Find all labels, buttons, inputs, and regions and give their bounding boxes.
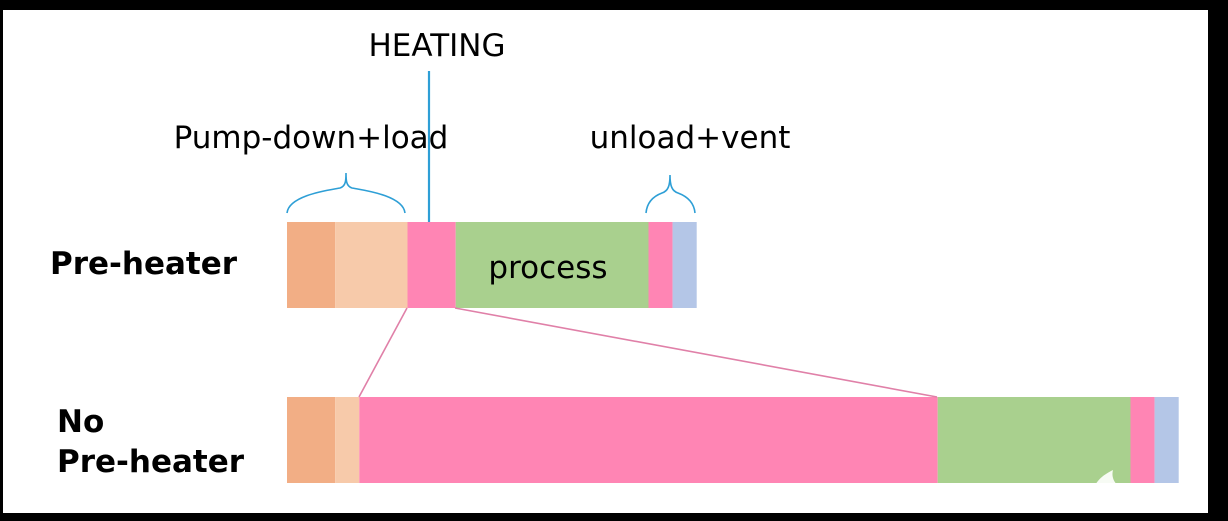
zoom-connector-left	[358, 307, 408, 398]
bar-segment-unload-row2	[1130, 397, 1155, 483]
unload-vent-bracket	[645, 174, 696, 214]
row-label-pre-heater: Pre-heater	[50, 246, 238, 282]
heating-label: HEATING	[369, 28, 506, 64]
bars-group	[287, 222, 1179, 483]
bar-segment-vent-row2	[1154, 397, 1179, 483]
bar-segment-vent-row1	[672, 222, 697, 308]
bar-segment-heating-row1	[407, 222, 456, 308]
bar-segment-pump-down-row2	[287, 397, 336, 483]
bar-segment-process-row2	[937, 397, 1131, 483]
pump-down-load-label: Pump-down+load	[174, 120, 449, 156]
process-label: process	[488, 250, 607, 286]
bar-segment-pump-down-row1	[287, 222, 336, 308]
unload-vent-label: unload+vent	[590, 120, 791, 156]
row-label-pre-heater-2: Pre-heater	[57, 444, 245, 480]
bar-segment-load-row2	[335, 397, 360, 483]
row-label-no: No	[57, 404, 104, 440]
bar-segment-process-row1	[455, 222, 649, 308]
watermark-leaf-icon	[1093, 470, 1121, 492]
bar-segment-unload-row1	[648, 222, 673, 308]
bar-segment-load-row1	[335, 222, 408, 308]
watermark-logo	[1085, 470, 1205, 512]
zoom-connector-right	[454, 307, 938, 398]
watermark-band	[1085, 492, 1205, 512]
pump-down-load-bracket	[286, 172, 406, 214]
bar-segment-heating-row2	[359, 397, 938, 483]
